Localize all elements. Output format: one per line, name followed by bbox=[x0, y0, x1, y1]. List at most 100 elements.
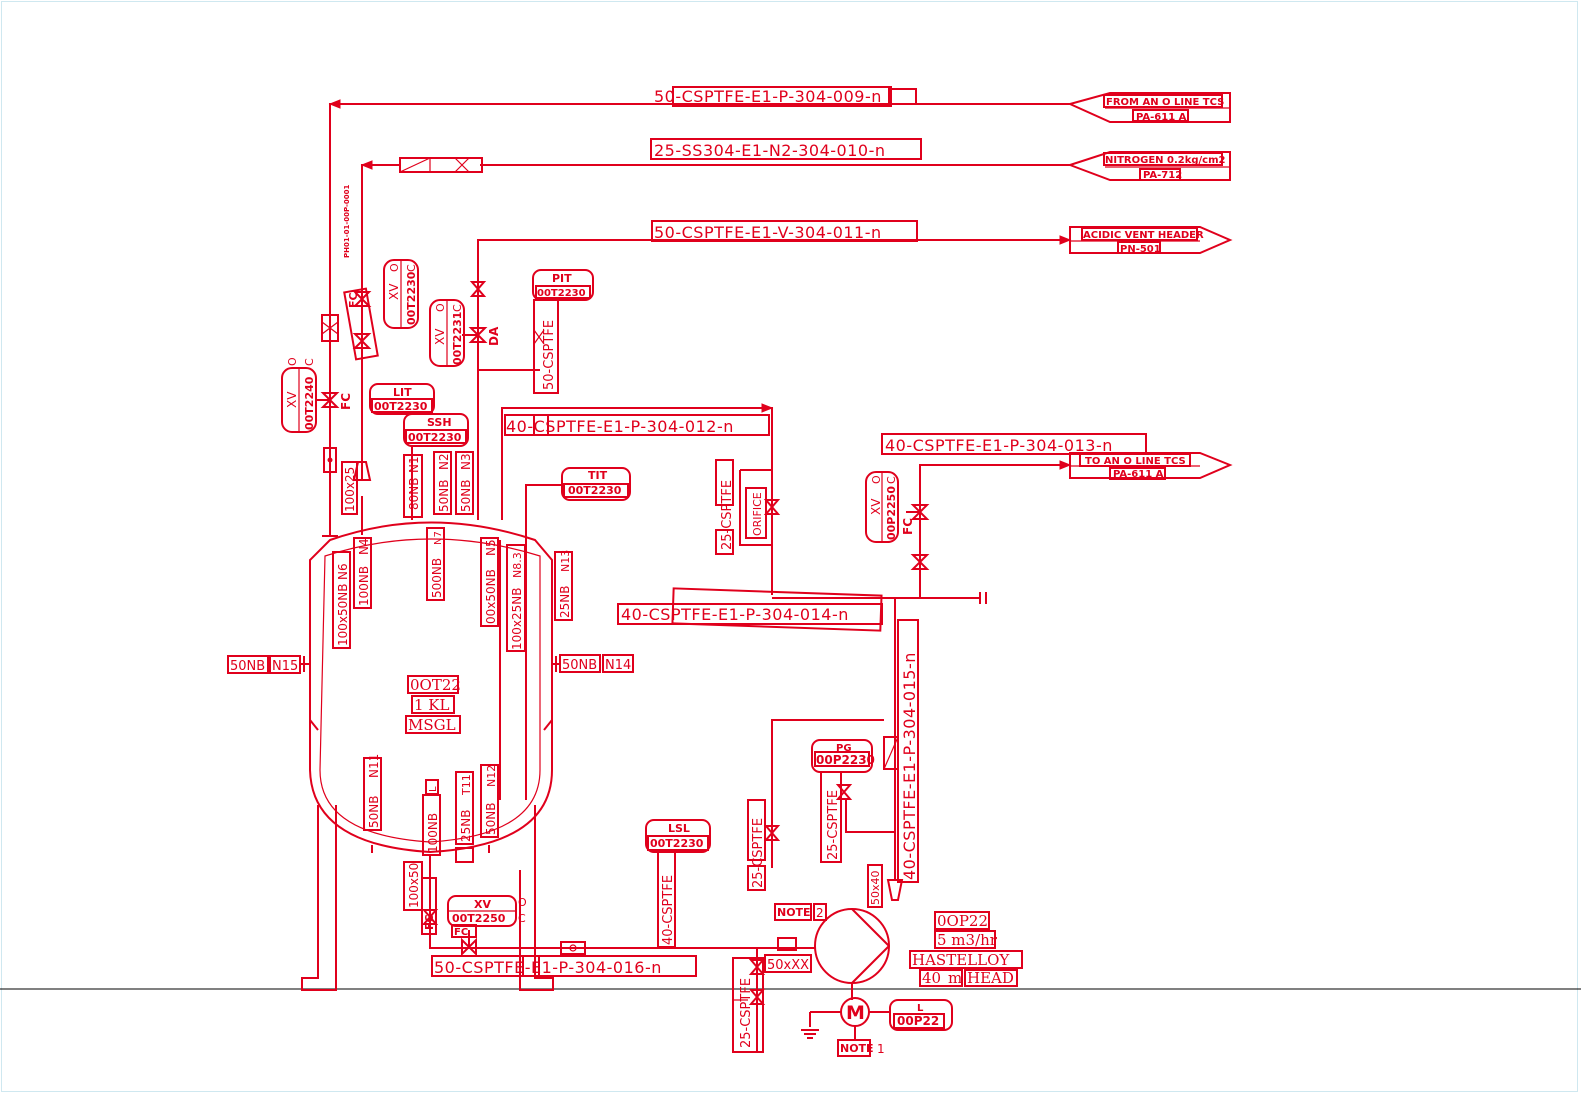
lsl-line-label: 40-CSPTFE bbox=[661, 875, 676, 945]
lsl-tag: LSL bbox=[668, 822, 690, 835]
offpage-nitrogen[interactable]: NITROGEN 0.2kg/cm2 PA-712 bbox=[1066, 151, 1231, 181]
blind-009[interactable] bbox=[321, 314, 339, 473]
orifice-bypass-line-a: 25-CSPTFE bbox=[720, 480, 735, 550]
vent-da-label: DA bbox=[487, 326, 501, 346]
fc-valve-009[interactable]: FC bbox=[316, 392, 353, 410]
line-012-label: 40-CSPTFE-E1-P-304-012-n bbox=[506, 417, 734, 436]
vessel-capacity: 1 KL bbox=[414, 696, 450, 714]
orifice-label: ORIFICE bbox=[751, 492, 764, 536]
vessel-00T22[interactable]: 0OT22 1 KL MSGL bbox=[301, 521, 554, 991]
nozzle-n15-size: 50NB bbox=[230, 659, 265, 674]
nozzle-n11: 50NB N11 bbox=[363, 754, 382, 853]
xv-2231-o: O bbox=[434, 303, 447, 312]
offpage-vent[interactable]: ACIDIC VENT HEADER PN-501 bbox=[1069, 226, 1233, 255]
tit-instrument[interactable]: TIT 00T2230 bbox=[525, 467, 631, 800]
line-013-label: 40-CSPTFE-E1-P-304-013-n bbox=[885, 436, 1113, 455]
vent-control-valve-2231[interactable]: DA bbox=[462, 326, 540, 371]
orifice-bypass[interactable]: 25-CSPTFE ORIFICE bbox=[715, 459, 781, 555]
offpage-from-line[interactable]: FROM AN O LINE TCS PA-611 A bbox=[1067, 92, 1231, 123]
xv-2250-top[interactable]: XV 00P2250 C O bbox=[865, 471, 899, 543]
vent-gate-valve[interactable] bbox=[469, 281, 487, 297]
lit-instrument[interactable]: LIT 00T2230 bbox=[369, 383, 435, 415]
nozzle-n1-id: N1 bbox=[407, 456, 421, 473]
motor-l-tag: L bbox=[917, 1003, 924, 1014]
xv-2250-bottom-o: O bbox=[518, 896, 527, 909]
lsl-num: 00T2230 bbox=[650, 837, 704, 850]
nozzle-n7: 500NB N7 bbox=[426, 527, 445, 601]
bypass-25-csptfe[interactable]: 25-CSPTFE bbox=[747, 799, 781, 891]
offpage-to-line-1: TO AN O LINE TCS bbox=[1085, 456, 1186, 467]
bottom-outlet-valves[interactable]: 100x50 FC FC bbox=[403, 861, 477, 957]
pit-instrument[interactable]: PIT 00T2230 50-CSPTFE bbox=[532, 269, 594, 394]
xv-2240[interactable]: XV 00T2240 C O bbox=[281, 357, 317, 433]
xv-2231-num: 00T2231 bbox=[451, 312, 464, 365]
pg-instrument[interactable]: PG 00P2230 25-CSPTFE bbox=[811, 739, 895, 863]
xv-2231-c: C bbox=[451, 304, 464, 312]
nozzle-n14-id: N14 bbox=[605, 658, 631, 673]
nozzle-n3-id: N3 bbox=[459, 453, 473, 470]
nozzle-n7-id: N7 bbox=[433, 531, 444, 545]
nozzle-n5: 00x50NB N5 bbox=[480, 537, 499, 627]
bottom-fc2-label: FC bbox=[454, 927, 468, 938]
nozzle-n7-size: 500NB bbox=[430, 558, 444, 598]
pump-head-a: 40 bbox=[922, 969, 941, 987]
line-014[interactable]: 40-CSPTFE-E1-P-304-014-n bbox=[617, 587, 987, 632]
lsl-instrument[interactable]: LSL 00T2230 40-CSPTFE bbox=[645, 819, 711, 948]
line-012[interactable]: 40-CSPTFE-E1-P-304-012-n bbox=[501, 403, 774, 595]
drain-line-label: 25-CSPTFE bbox=[739, 978, 754, 1048]
reducer-100x50-label: 100x50 bbox=[407, 863, 421, 908]
nozzle-t11: 25NB T11 bbox=[455, 771, 474, 863]
pump-flow: 5 m3/hr bbox=[937, 931, 998, 949]
nozzle-n13: 25NB N13 bbox=[554, 550, 573, 621]
xv-2250-bottom-c: C bbox=[518, 912, 526, 925]
note-2-num: 2 bbox=[816, 906, 824, 920]
tit-num: 00T2230 bbox=[568, 484, 622, 497]
offpage-to-line[interactable]: TO AN O LINE TCS PA-611 A bbox=[1069, 452, 1233, 480]
bypass-25-label: 25-CSPTFE bbox=[751, 818, 766, 888]
motor[interactable]: M NOTE 1 L 00P22 bbox=[801, 997, 953, 1057]
xv-2240-tag: XV bbox=[285, 391, 299, 408]
vessel-tag: 0OT22 bbox=[410, 676, 461, 694]
line-009-label: 50-CSPTFE-E1-P-304-009-n bbox=[654, 87, 882, 106]
lit-num: 00T2230 bbox=[374, 400, 428, 413]
line-016[interactable]: 50-CSPTFE-E1-P-304-016-n 50xXX bbox=[429, 855, 815, 977]
offpage-from-line-1: FROM AN O LINE TCS bbox=[1106, 97, 1224, 108]
nozzle-n6: 100x50NB N6 bbox=[322, 535, 351, 649]
ssh-num: 00T2230 bbox=[408, 431, 462, 444]
bottom-fc-label: FC bbox=[423, 914, 436, 930]
line-010[interactable]: 25-SS304-E1-N2-304-010-n bbox=[360, 138, 1070, 305]
nozzle-n15: 50NB N15 bbox=[227, 655, 310, 674]
fc-valve-013[interactable]: FC bbox=[901, 504, 930, 570]
xv-2230-num: 00T2230 bbox=[405, 271, 418, 325]
fc-valve-013-label: FC bbox=[901, 518, 915, 535]
xv-2250-bottom-num: 00T2250 bbox=[452, 912, 506, 925]
nitrogen-fc-valve[interactable]: FC PH01-01-00P-0001 bbox=[343, 184, 379, 535]
ssh-instrument[interactable]: SSH 00T2230 bbox=[403, 413, 469, 447]
spill-code: PH01-01-00P-0001 bbox=[343, 184, 351, 258]
pump-tag: 0OP22 bbox=[937, 912, 988, 930]
motor-label: M bbox=[846, 1002, 865, 1024]
reducer-top-label: 50x40 bbox=[869, 870, 882, 905]
fc-valve-009-label: FC bbox=[339, 393, 353, 410]
pump-00P22[interactable]: NOTE 2 0OP22 5 m3/hr HASTELLOY 40 m HEAD bbox=[774, 903, 1023, 1000]
xv-2250-top-o: O bbox=[870, 475, 883, 484]
nozzle-t11-id: T11 bbox=[460, 774, 473, 796]
xv-2240-c: C bbox=[303, 358, 316, 366]
xv-2230[interactable]: XV 00T2230 C O bbox=[383, 259, 419, 329]
nozzle-n13-id: N13 bbox=[559, 550, 572, 572]
line-015[interactable]: 40-CSPTFE-E1-P-304-015-n 50x40 bbox=[771, 598, 919, 908]
nitrogen-fc-label: FC bbox=[347, 292, 360, 308]
line-013[interactable]: 40-CSPTFE-E1-P-304-013-n bbox=[881, 433, 1147, 598]
xv-2231[interactable]: XV 00T2231 C O bbox=[429, 299, 465, 367]
xv-2250-bottom[interactable]: XV 00T2250 C O bbox=[447, 895, 527, 927]
reducer-100x25: 100x25 bbox=[341, 461, 358, 515]
drain-line[interactable]: 25-CSPTFE bbox=[732, 948, 766, 1053]
xv-2250-top-num: 00P2250 bbox=[885, 486, 898, 540]
line-015-label: 40-CSPTFE-E1-P-304-015-n bbox=[900, 652, 919, 880]
line-009[interactable]: 50-CSPTFE-E1-P-304-009-n bbox=[328, 86, 1070, 535]
line-011[interactable]: 50-CSPTFE-E1-V-304-011-n bbox=[477, 220, 1072, 520]
nozzle-n2-id: N2 bbox=[437, 453, 451, 470]
lit-tag: LIT bbox=[393, 386, 412, 399]
nozzle-l-bottom-id: L bbox=[428, 786, 439, 792]
